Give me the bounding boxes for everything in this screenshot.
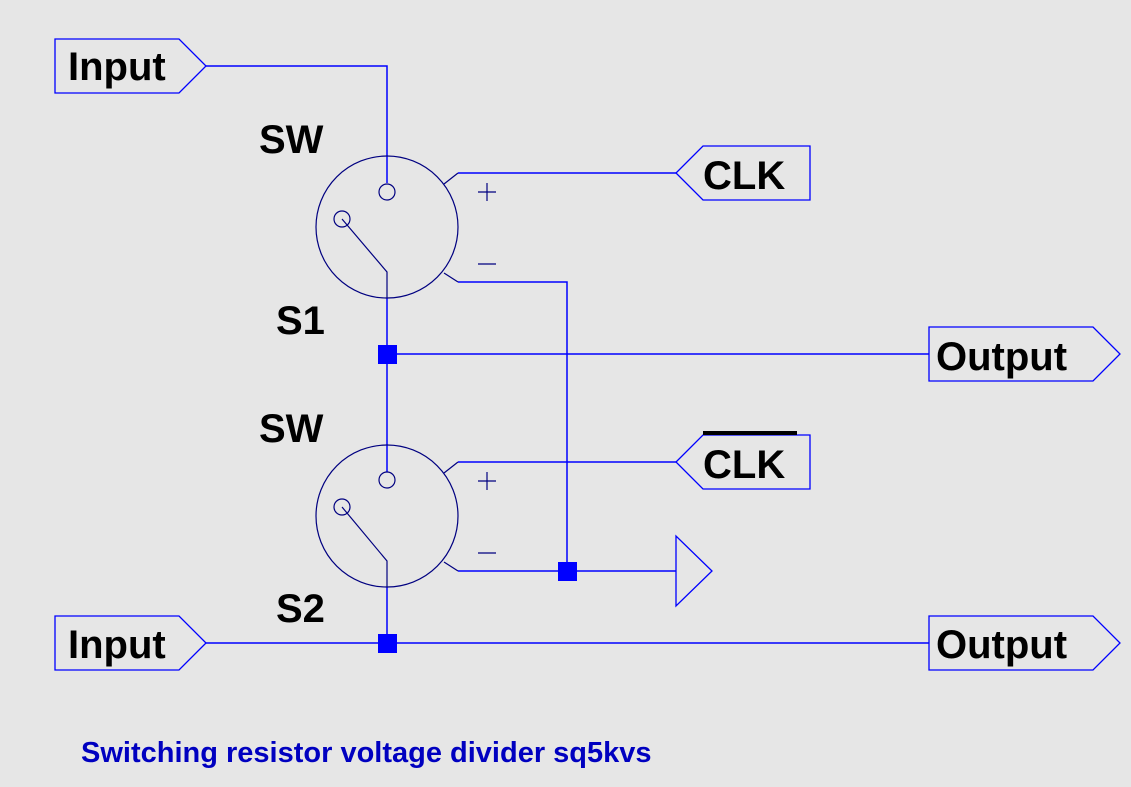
net-label-output-bottom[interactable]: Output: [928, 615, 1121, 671]
clk-bar-text: CLK: [703, 443, 785, 487]
schematic-title: Switching resistor voltage divider sq5kv…: [81, 737, 652, 769]
junction-output-top: [378, 345, 397, 364]
overbar: [703, 431, 797, 435]
wire-s1-minus[interactable]: [458, 281, 568, 571]
clk-text: CLK: [703, 154, 785, 198]
net-label-output-top[interactable]: Output: [928, 326, 1121, 382]
junction-output-bottom: [378, 634, 397, 653]
input-top-text: Input: [68, 45, 166, 89]
net-label-input-bottom[interactable]: Input: [54, 615, 207, 671]
junction-ground: [558, 562, 577, 581]
s2-name-label: S2: [276, 587, 325, 631]
net-label-clk-bar[interactable]: CLK: [675, 431, 811, 490]
wire-input-top[interactable]: [206, 65, 388, 183]
output-bottom-text: Output: [936, 623, 1067, 667]
input-bottom-text: Input: [68, 623, 166, 667]
s1-name-label: S1: [276, 299, 325, 343]
output-top-text: Output: [936, 335, 1067, 379]
ground-icon[interactable]: [675, 534, 713, 608]
switch-s2[interactable]: SW S2: [259, 407, 496, 631]
s2-type-label: SW: [259, 407, 324, 451]
switch-s1[interactable]: SW S1: [259, 118, 496, 343]
s1-type-label: SW: [259, 118, 324, 162]
net-label-clk[interactable]: CLK: [675, 145, 811, 201]
net-label-input-top[interactable]: Input: [54, 38, 207, 94]
